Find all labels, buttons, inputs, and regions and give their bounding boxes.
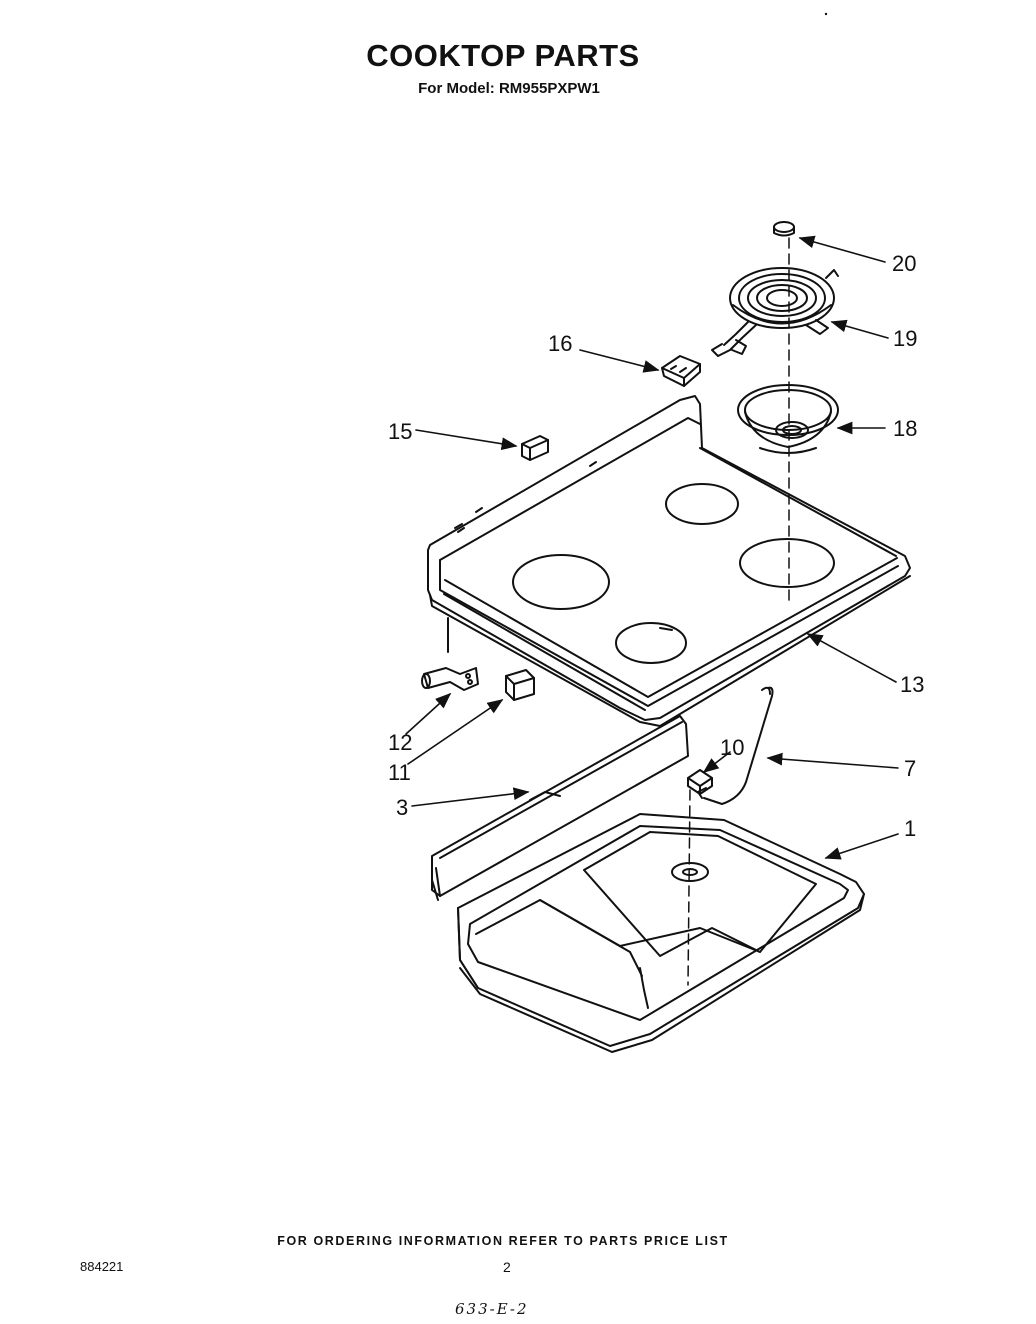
part-13-cooktop [427,395,911,727]
part-7-rod [697,686,774,805]
part-12-bracket [421,667,479,691]
callout-10: 10 [720,735,744,760]
callout-1: 1 [904,816,916,841]
callout-15: 15 [388,419,412,444]
callout-19: 19 [893,326,917,351]
assembly-axis-lines [687,237,790,986]
callout-12: 12 [388,730,412,755]
part-18-drip-bowl [737,384,839,454]
leader-lines [405,235,899,860]
callout-18: 18 [893,416,917,441]
ordering-note: FOR ORDERING INFORMATION REFER TO PARTS … [277,1234,729,1248]
part-15-clip [521,435,549,461]
callout-20: 20 [892,251,916,276]
callout-16: 16 [548,331,572,356]
page-title: COOKTOP PARTS [366,38,640,73]
page-number: 2 [503,1259,511,1275]
part-19-surface-element [711,267,839,357]
model-subtitle: For Model: RM955PXPW1 [418,80,600,97]
part-1-tray [457,813,865,1053]
handwritten-code: 633-E-2 [455,1300,529,1318]
part-20-cap [773,221,795,237]
callout-7: 7 [904,756,916,781]
callout-13: 13 [900,672,924,697]
part-16-terminal-block [661,355,701,387]
callout-11: 11 [388,760,411,785]
part-11-clip [505,669,535,701]
document-number: 884221 [80,1259,124,1274]
callout-3: 3 [396,795,408,820]
part-3-trim-strip [431,715,689,901]
